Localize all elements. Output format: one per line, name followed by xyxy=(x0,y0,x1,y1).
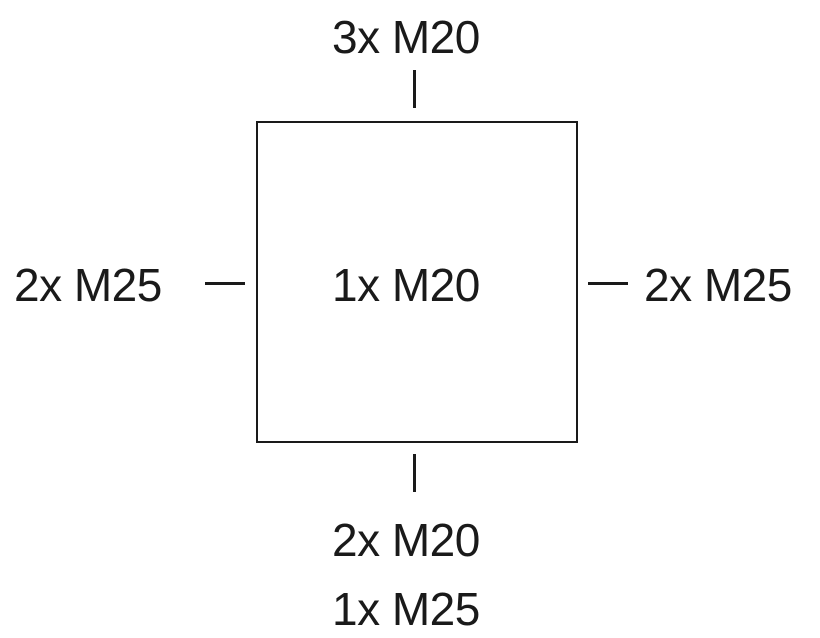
right-side-entries-label: 2x M25 xyxy=(644,259,792,311)
bottom-side-entries-label-2: 1x M25 xyxy=(332,583,480,635)
right-side-tick xyxy=(588,282,628,285)
enclosure-outline xyxy=(256,121,578,443)
top-side-entries-label: 3x M20 xyxy=(332,11,480,63)
bottom-side-entries-label-1: 2x M20 xyxy=(332,514,480,566)
top-side-tick xyxy=(413,70,416,108)
left-side-tick xyxy=(205,282,245,285)
left-side-entries-label: 2x M25 xyxy=(14,259,162,311)
center-entries-label: 1x M20 xyxy=(332,259,480,311)
bottom-side-tick xyxy=(413,454,416,492)
